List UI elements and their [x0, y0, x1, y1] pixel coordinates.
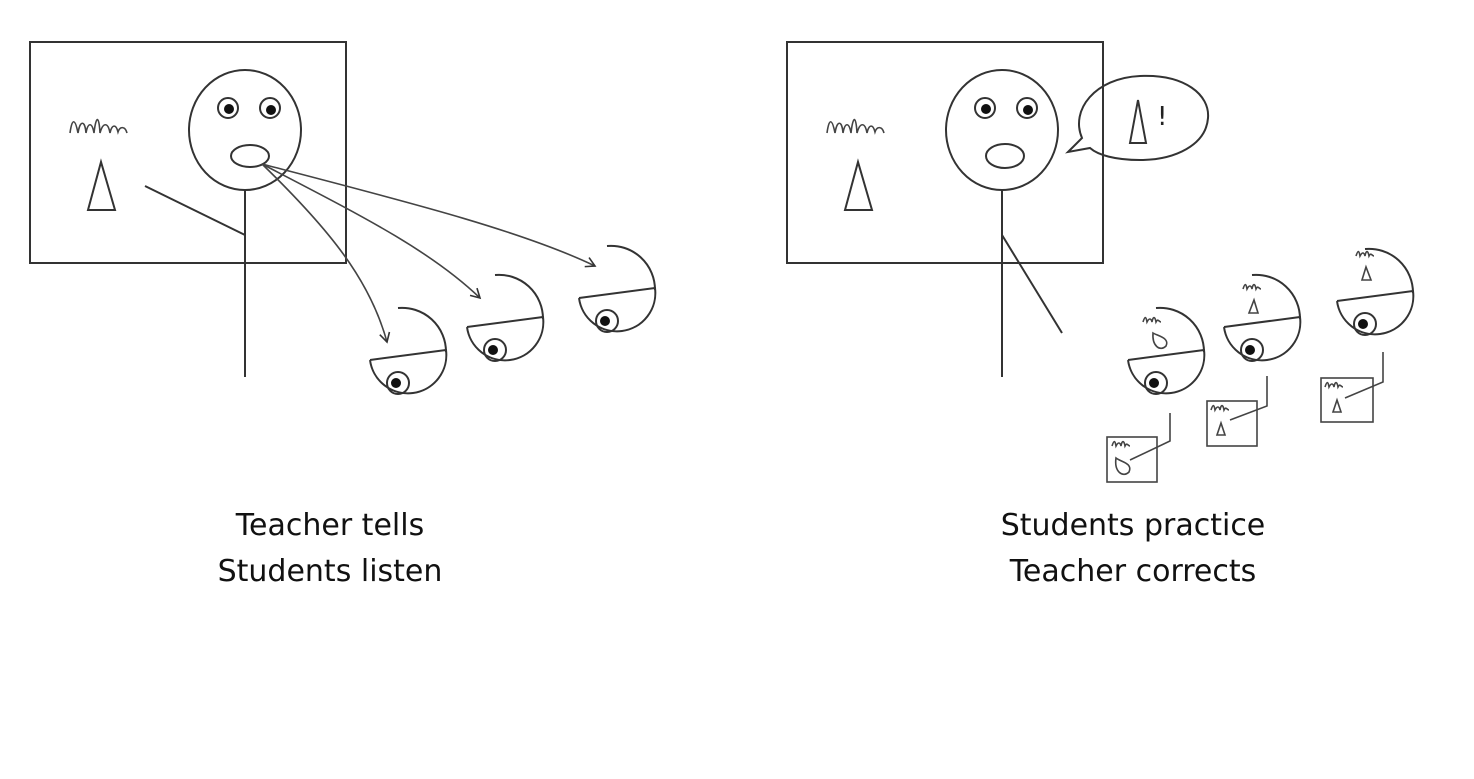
- right-panel-illustration: !: [786, 41, 1415, 483]
- teardrop-thought-shape: [1152, 331, 1168, 350]
- listening-student-2: [466, 273, 545, 362]
- teacher-pointing-arm: [144, 185, 246, 236]
- student-paper: [1320, 377, 1374, 423]
- teacher-mouth: [230, 144, 270, 168]
- blackboard: [29, 41, 347, 264]
- right-caption: Students practice Teacher corrects: [883, 503, 1383, 595]
- teacher-arm: [1001, 234, 1063, 334]
- left-caption-line-1: Teacher tells: [235, 508, 425, 543]
- left-caption-line-2: Students listen: [217, 554, 443, 589]
- right-caption-line-2: Teacher corrects: [1009, 554, 1257, 589]
- board-scribble-text: [826, 118, 885, 135]
- right-caption-line-1: Students practice: [1000, 508, 1266, 543]
- practicing-student-2: [1206, 273, 1302, 447]
- speech-bubble: !: [1065, 74, 1210, 162]
- speech-arrows: [261, 163, 597, 344]
- left-caption: Teacher tells Students listen: [80, 503, 580, 595]
- listening-student-3: [578, 244, 657, 333]
- board-triangle: [86, 158, 117, 211]
- student-paper: [1106, 436, 1158, 483]
- teacher-head: [188, 69, 302, 191]
- teacher-figure: [144, 69, 302, 377]
- listening-student-1: [369, 306, 448, 395]
- teacher-mouth: [985, 143, 1025, 169]
- teacher-head: [945, 69, 1059, 191]
- board-triangle: [843, 158, 874, 211]
- student-paper: [1206, 400, 1258, 447]
- practicing-student-3: [1320, 247, 1415, 423]
- practicing-student-1: [1106, 306, 1206, 483]
- exclamation-mark: !: [1157, 102, 1167, 132]
- left-panel-illustration: [29, 41, 657, 395]
- board-scribble-text: [69, 118, 128, 135]
- corrected-triangle: [1128, 99, 1148, 144]
- blackboard: [786, 41, 1104, 264]
- teacher-figure: [945, 69, 1063, 377]
